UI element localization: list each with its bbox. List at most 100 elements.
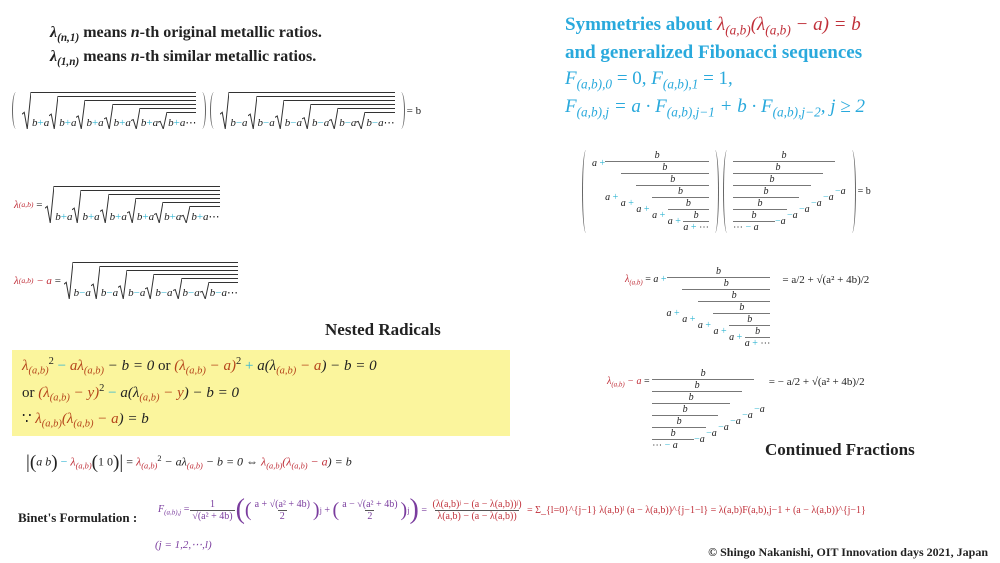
formula-token: F bbox=[158, 503, 165, 515]
minus-a: − a bbox=[36, 274, 52, 287]
formula-token: ∵ bbox=[22, 411, 36, 427]
matrix-determinant: |(a b) − λ(a,b)(1 0)| = λ(a,b)2 − aλ(a,b… bbox=[26, 452, 352, 474]
formula-token: + bbox=[734, 331, 745, 343]
formula-token: a bbox=[699, 434, 705, 445]
cf-level: b⋯ − a − a bbox=[732, 210, 786, 233]
formula-token: b bbox=[366, 117, 372, 129]
formula-token: a bbox=[152, 117, 159, 129]
fraction: b⋯ − a bbox=[732, 210, 775, 233]
equals: = bbox=[36, 198, 43, 211]
formula-token: a bbox=[43, 117, 50, 129]
formula-token: a bbox=[221, 287, 227, 299]
formula-token: + bbox=[173, 117, 180, 129]
radical-sign-icon bbox=[131, 108, 140, 129]
formula-token: + bbox=[671, 307, 683, 319]
numerator: b bbox=[757, 198, 762, 209]
formula-token: + bbox=[749, 338, 761, 349]
numerator: b bbox=[670, 174, 675, 185]
formula-token: b bbox=[731, 290, 737, 301]
fraction: b⋯ − a bbox=[652, 428, 695, 451]
formula-token: + bbox=[64, 117, 71, 129]
formula-token: a bbox=[179, 117, 186, 129]
formula-token: b bbox=[339, 117, 345, 129]
lambda-sub: (a,b) bbox=[18, 276, 34, 285]
formula-token: (a,b) bbox=[49, 392, 70, 404]
numerator: b bbox=[677, 416, 682, 427]
formula-token: means bbox=[79, 48, 131, 65]
formula-token: (a,b),0 bbox=[576, 76, 613, 92]
formula-token: + bbox=[87, 211, 95, 223]
quadratic-line-2: or (λ(a,b) − y)2 − a(λ(a,b) − y) − b = 0 bbox=[22, 383, 239, 403]
formula-token: (a,b) bbox=[765, 22, 791, 38]
formula-token: b bbox=[654, 150, 660, 161]
formula-token: λ bbox=[261, 454, 267, 469]
formula-token: aλ bbox=[69, 357, 84, 374]
radical-sign-icon bbox=[45, 186, 54, 223]
formula-token: − bbox=[810, 198, 817, 209]
formula-token: + bbox=[119, 117, 126, 129]
formula-token: (a,b),1 bbox=[662, 76, 699, 92]
fibonacci-recurrence: F(a,b),j = a · F(a,b),j−1 + b · F(a,b),j… bbox=[565, 96, 865, 121]
formula-token: n bbox=[130, 48, 140, 65]
radical: b − a⋯ bbox=[356, 112, 395, 129]
formula-token: 2 bbox=[157, 454, 162, 464]
formula-token: a bbox=[66, 211, 73, 223]
formula-token: a bbox=[683, 222, 689, 233]
formula-token: − bbox=[79, 287, 86, 299]
formula-token: + bbox=[658, 274, 667, 285]
formula-token: (a,b) bbox=[185, 365, 206, 377]
formula-token: − bbox=[215, 287, 222, 299]
formula-token: a bbox=[242, 117, 248, 129]
formula-token: n bbox=[130, 24, 140, 41]
formula-token: ⋯ bbox=[383, 117, 395, 129]
equals-b: = b bbox=[857, 186, 871, 197]
formula-token: a bbox=[828, 192, 834, 203]
formula-token: F bbox=[565, 96, 577, 117]
formula-token: b bbox=[182, 287, 189, 299]
formula-token: )| bbox=[113, 452, 124, 473]
formula-token: a bbox=[98, 117, 104, 129]
formula-token: − bbox=[317, 117, 324, 129]
formula-token: + bbox=[37, 117, 44, 129]
formula-token: or bbox=[22, 384, 39, 401]
denominator: ⋯ − a bbox=[732, 221, 775, 233]
formula-token: b bbox=[168, 117, 174, 129]
radical-sign-icon bbox=[220, 92, 229, 129]
right-paren bbox=[198, 92, 207, 129]
paren: ) bbox=[400, 498, 408, 521]
formula-token: (a,b) bbox=[28, 365, 49, 377]
intro-line-1: λ(n,1) means n-th original metallic rati… bbox=[50, 24, 322, 44]
numerator: b bbox=[775, 162, 780, 173]
numerator: b bbox=[769, 174, 774, 185]
formula-token: − bbox=[664, 440, 673, 451]
formula-token: + bbox=[610, 191, 621, 203]
formula-token: − bbox=[371, 117, 379, 129]
formula-token: a bbox=[723, 422, 729, 433]
formula-token: − bbox=[694, 434, 700, 445]
left-paren bbox=[210, 92, 218, 129]
fibonacci-initial: F(a,b),0 = 0, F(a,b),1 = 1, bbox=[565, 68, 733, 93]
numerator: b bbox=[751, 210, 756, 221]
formula-token: − bbox=[290, 117, 297, 129]
